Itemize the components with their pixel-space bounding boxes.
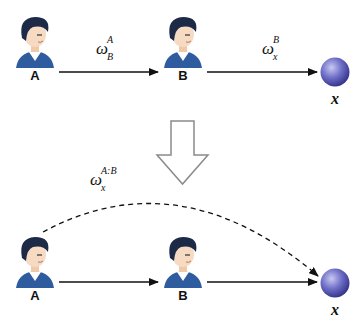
node-label: x	[331, 302, 339, 318]
edge-label: ω	[90, 171, 102, 188]
script-index: B	[107, 52, 113, 62]
node-label: A	[30, 288, 39, 304]
person-icon	[161, 14, 205, 68]
script-index: x	[273, 52, 277, 62]
node-label: x	[331, 91, 339, 107]
person-node: A	[13, 234, 57, 304]
connector	[59, 71, 158, 72]
person-icon	[161, 234, 205, 288]
person-node: B	[161, 234, 205, 304]
node-label: B	[178, 288, 187, 304]
object-sphere	[320, 57, 350, 87]
person-node: A	[13, 14, 57, 84]
connector	[207, 281, 317, 282]
connector	[207, 71, 317, 72]
node-label: A	[30, 68, 39, 84]
node-label: B	[178, 68, 187, 84]
script-index: A:B	[101, 166, 117, 176]
script-index: B	[273, 35, 279, 45]
edge-label: ω	[262, 40, 274, 57]
connector	[59, 281, 158, 282]
person-icon	[13, 14, 57, 68]
object-node: x	[320, 57, 350, 107]
object-node: x	[320, 268, 350, 318]
script-index: x	[101, 183, 105, 193]
person-icon	[13, 234, 57, 288]
object-sphere	[320, 268, 350, 298]
edge-label: ω	[96, 40, 108, 57]
connector	[43, 203, 318, 276]
script-index: A	[107, 35, 113, 45]
person-node: B	[161, 14, 205, 84]
hollow-arrow	[157, 121, 208, 184]
